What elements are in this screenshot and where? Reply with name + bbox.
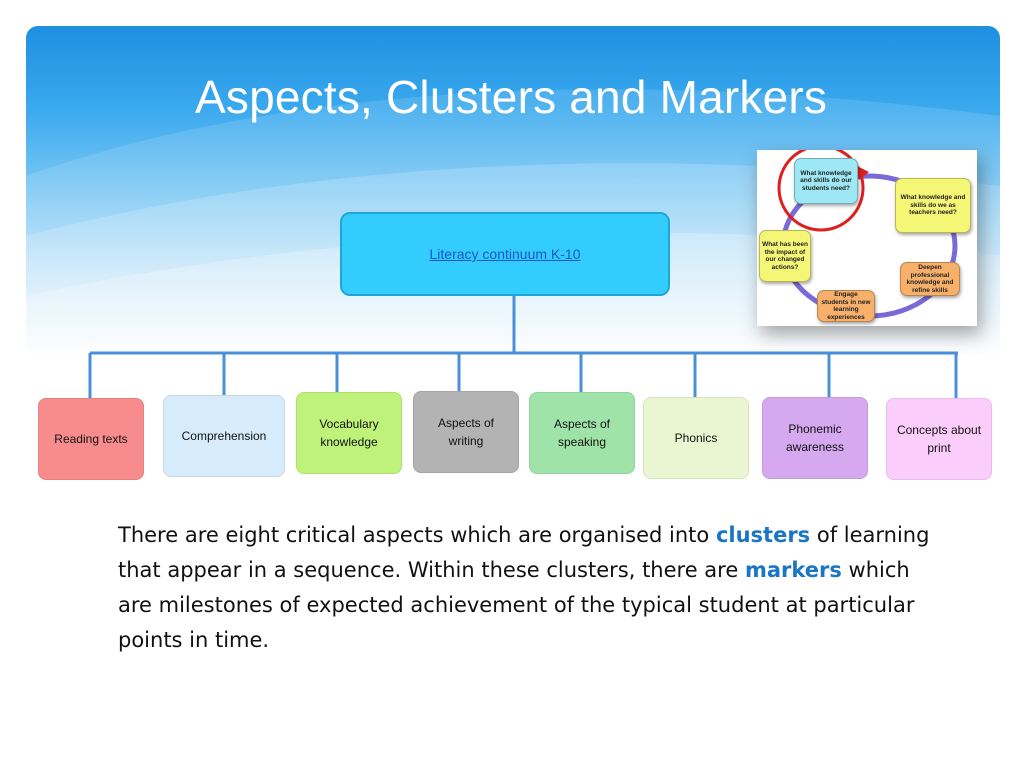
cluster-box: Concepts about print (886, 398, 992, 480)
cluster-box: Vocabulary knowledge (296, 392, 402, 474)
slide-title: Aspects, Clusters and Markers (195, 71, 828, 123)
body-text-3: which are milestones of expected achieve… (118, 558, 915, 652)
clusters-keyword: clusters (715, 523, 811, 547)
cluster-box: Comprehension (163, 395, 285, 477)
cycle-step-engage: Engage students in new learning experien… (817, 290, 875, 322)
cycle-step-students-need: What knowledge and skills do our student… (794, 158, 858, 204)
cycle-step-deepen: Deepen professional knowledge and refine… (900, 262, 960, 296)
highlight-circle (777, 150, 865, 232)
inquiry-cycle-image: What knowledge and skills do our student… (757, 150, 977, 326)
cluster-box: Reading texts (38, 398, 144, 480)
cycle-step-impact: What has been the impact of our changed … (759, 230, 811, 282)
literacy-continuum-node: Literacy continuum K-10 (340, 212, 670, 296)
markers-keyword: markers (744, 558, 842, 582)
body-text-1: There are eight critical aspects which a… (118, 523, 716, 547)
cluster-box: Aspects of speaking (529, 392, 635, 474)
literacy-continuum-link[interactable]: Literacy continuum K-10 (429, 246, 581, 262)
cluster-box: Phonics (643, 397, 749, 479)
body-text-2: of learning that appear in a sequence. W… (118, 523, 930, 582)
cluster-box: Aspects of writing (413, 391, 519, 473)
cycle-step-teachers-need: What knowledge and skills do we as teach… (895, 178, 971, 233)
cluster-box: Phonemic awareness (762, 397, 868, 479)
body-paragraph: There are eight critical aspects which a… (118, 518, 938, 658)
